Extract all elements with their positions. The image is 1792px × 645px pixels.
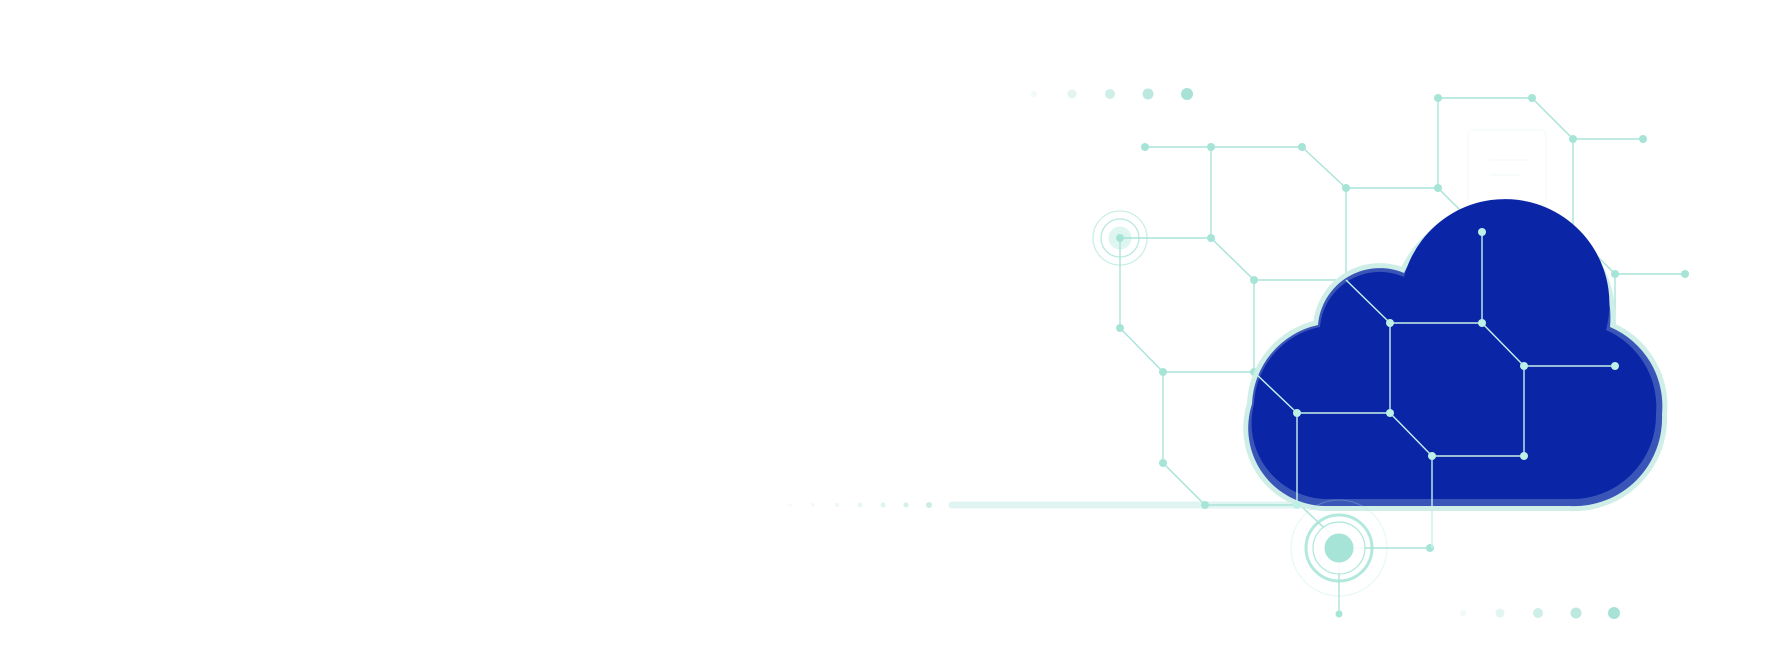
network-node: [1298, 143, 1306, 151]
target-ring-outer: [1304, 513, 1374, 583]
circuit-line: [1345, 279, 1391, 324]
faint-shape: [1467, 129, 1547, 206]
target-core: [1324, 533, 1354, 563]
network-node: [1335, 610, 1343, 618]
dot: [1031, 91, 1037, 97]
network-nodes: [1116, 94, 1689, 618]
network-node: [1528, 94, 1536, 102]
target-ring-halo: [1290, 499, 1388, 597]
circuit-line: [1253, 371, 1298, 414]
network-node: [1569, 135, 1577, 143]
dot: [835, 503, 839, 507]
network-lines: [1119, 97, 1685, 614]
dot: [880, 502, 886, 508]
target-node-top-left: [1092, 210, 1148, 266]
network-line: [1119, 327, 1164, 373]
dot: [811, 503, 815, 507]
network-node: [1207, 234, 1215, 242]
network-node: [1611, 270, 1619, 278]
network-line: [1531, 97, 1574, 140]
network-line: [1210, 237, 1255, 281]
dot: [1533, 608, 1543, 618]
cloud-circuit-lines: [1253, 232, 1615, 548]
network-node: [1159, 368, 1167, 376]
circuit-node: [1386, 409, 1394, 417]
network-node: [1250, 276, 1258, 284]
target-ring-outer: [1092, 210, 1148, 266]
circuit-node: [1520, 362, 1528, 370]
dot: [1495, 608, 1505, 618]
circuit-node: [1611, 362, 1619, 370]
dot: [788, 503, 792, 507]
network-line: [1162, 462, 1206, 506]
dot: [1570, 607, 1582, 619]
circuit-node: [1293, 501, 1301, 509]
network-node: [1434, 94, 1442, 102]
network-node: [1116, 324, 1124, 332]
network-node: [1342, 184, 1350, 192]
target-ring-inner: [1100, 218, 1140, 258]
circuit-line: [1481, 322, 1525, 367]
circuit-node: [1428, 452, 1436, 460]
network-node: [1681, 270, 1689, 278]
dot: [857, 502, 863, 508]
circuit-node: [1478, 319, 1486, 327]
network-line: [1301, 146, 1347, 189]
dot: [903, 502, 909, 508]
dot: [1608, 607, 1620, 619]
dot: [926, 502, 932, 508]
network-node: [1639, 135, 1647, 143]
network-node: [1201, 501, 1209, 509]
circuit-node: [1520, 452, 1528, 460]
network-node: [1141, 143, 1149, 151]
circuit-node: [1386, 319, 1394, 327]
circuit-line: [1389, 412, 1433, 457]
dot: [1460, 610, 1466, 616]
circuit-node: [1293, 409, 1301, 417]
cloud-icon: [1243, 199, 1668, 512]
cloud-body: [1251, 199, 1657, 500]
dot: [1067, 89, 1077, 99]
target-node-bottom: [1290, 499, 1388, 597]
cloud-circuit-nodes: [1293, 228, 1619, 509]
circuit-node: [1478, 228, 1486, 236]
dot: [1181, 88, 1193, 100]
network-node: [1434, 184, 1442, 192]
target-center: [1116, 234, 1124, 242]
network-node: [1207, 143, 1215, 151]
dot: [1105, 89, 1115, 99]
network-node: [1159, 459, 1167, 467]
network-node: [1426, 544, 1434, 552]
dot: [1142, 88, 1154, 100]
dot-rows: [788, 88, 1620, 619]
